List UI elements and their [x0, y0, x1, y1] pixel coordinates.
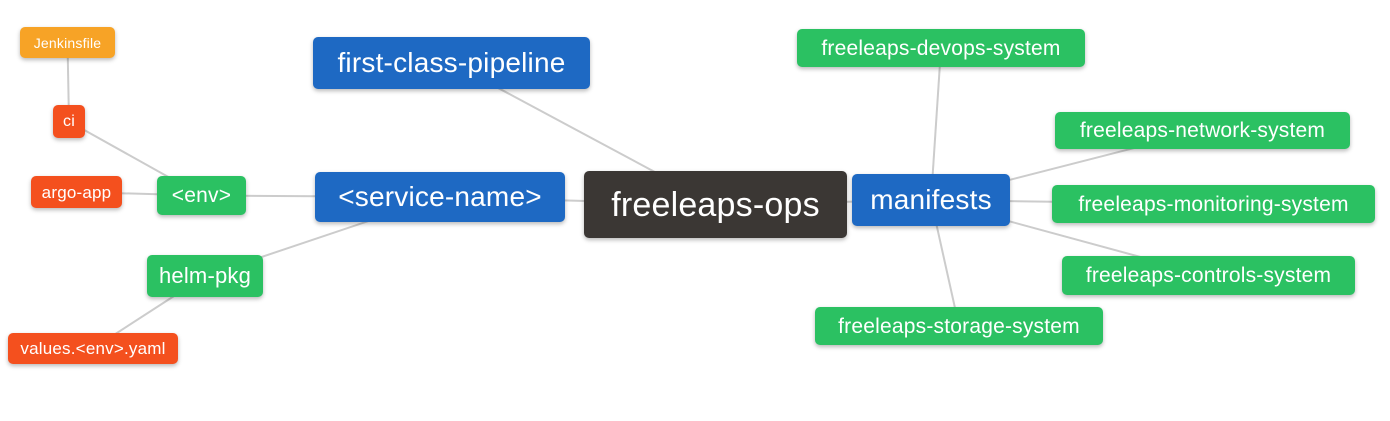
node-freeleaps-ops[interactable]: freeleaps-ops: [584, 171, 847, 238]
node-values-env-yaml[interactable]: values.<env>.yaml: [8, 333, 178, 364]
node-freeleaps-network-system[interactable]: freeleaps-network-system: [1055, 112, 1350, 149]
node-ci[interactable]: ci: [53, 105, 85, 138]
node-helm-pkg[interactable]: helm-pkg: [147, 255, 263, 297]
node-freeleaps-devops-system[interactable]: freeleaps-devops-system: [797, 29, 1085, 67]
node-jenkinsfile[interactable]: Jenkinsfile: [20, 27, 115, 58]
node-manifests[interactable]: manifests: [852, 174, 1010, 226]
node-argo-app[interactable]: argo-app: [31, 176, 122, 208]
node-freeleaps-monitoring-system[interactable]: freeleaps-monitoring-system: [1052, 185, 1375, 223]
node-env[interactable]: <env>: [157, 176, 246, 215]
node-freeleaps-storage-system[interactable]: freeleaps-storage-system: [815, 307, 1103, 345]
node-service-name[interactable]: <service-name>: [315, 172, 565, 222]
node-first-class-pipeline[interactable]: first-class-pipeline: [313, 37, 590, 89]
node-freeleaps-controls-system[interactable]: freeleaps-controls-system: [1062, 256, 1355, 295]
